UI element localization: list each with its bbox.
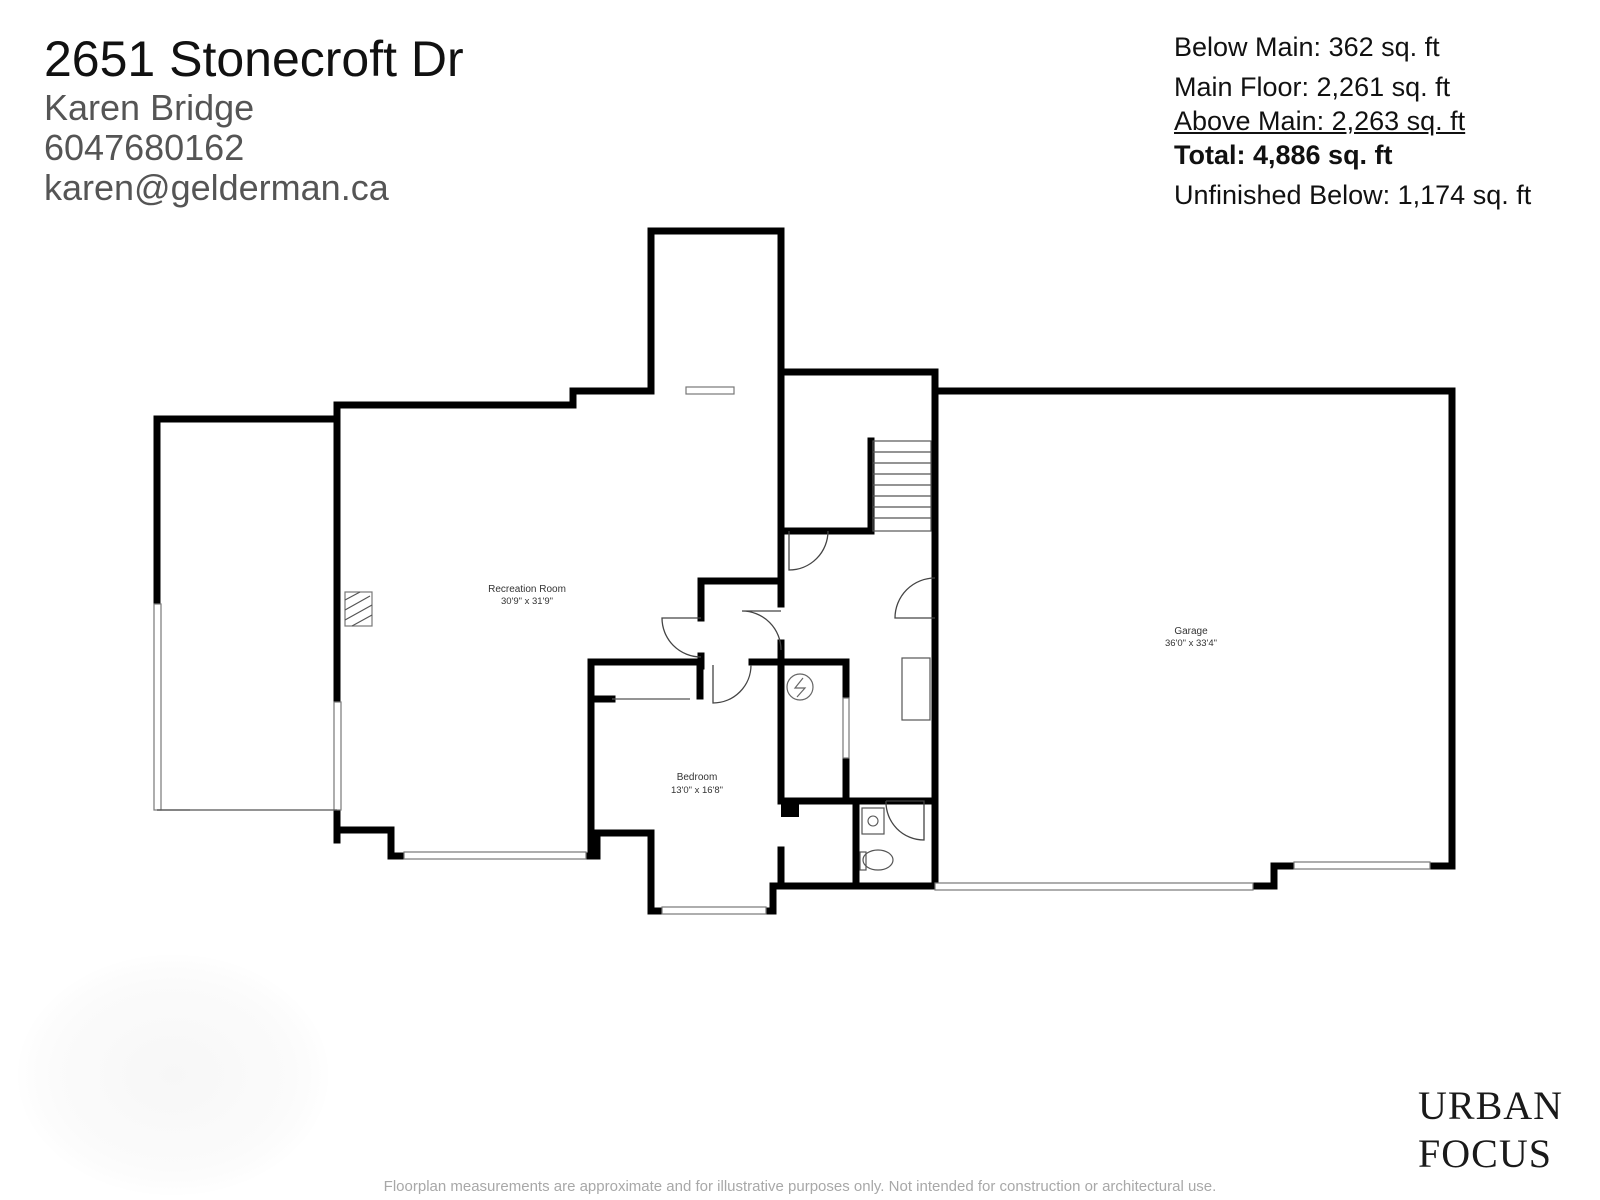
fireplace-icon: [344, 591, 373, 627]
brand-line-2: FOCUS: [1418, 1131, 1552, 1176]
room-dims-garage: 36'0" x 33'4": [1165, 638, 1217, 649]
room-label-garage: Garage: [1174, 626, 1208, 637]
agent-email[interactable]: karen@gelderman.ca: [44, 167, 389, 208]
room-dims-recreation-room: 30'9" x 31'9": [501, 596, 553, 607]
listing-header: 2651 Stonecroft Dr Karen Bridge 60476801…: [44, 30, 464, 208]
toilet-icon: [859, 849, 894, 871]
area-above-main: Above Main: 2,263 sq. ft: [1174, 106, 1466, 136]
stairs: [872, 440, 932, 532]
brand-line-1: URBAN: [1418, 1083, 1564, 1128]
disclaimer: Floorplan measurements are approximate a…: [383, 1178, 1217, 1195]
water-heater-icon: [786, 673, 814, 701]
windows: [153, 386, 1431, 915]
room-label-bedroom: Bedroom: [677, 772, 718, 783]
background-smudge: [18, 955, 328, 1195]
agent-name: Karen Bridge: [44, 87, 255, 128]
sink-icon: [861, 807, 885, 835]
doors: [661, 530, 936, 841]
area-unfinished-below: Unfinished Below: 1,174 sq. ft: [1174, 180, 1532, 210]
counter: [901, 657, 931, 721]
agent-phone[interactable]: 6047680162: [44, 127, 245, 168]
brand-logo: URBAN FOCUS: [1418, 1082, 1563, 1178]
area-summary: Below Main: 362 sq. ft Main Floor: 2,261…: [1174, 30, 1531, 212]
area-below-main: Below Main: 362 sq. ft: [1174, 32, 1440, 62]
room-dims-bedroom: 13'0" x 16'8": [671, 785, 723, 796]
room-label-recreation-room: Recreation Room: [488, 584, 566, 595]
property-address: 2651 Stonecroft Dr: [44, 31, 464, 87]
area-total: Total: 4,886 sq. ft: [1174, 140, 1393, 170]
interior-walls: [153, 387, 939, 890]
exterior-walls: [153, 227, 1456, 915]
area-main-floor: Main Floor: 2,261 sq. ft: [1174, 72, 1451, 102]
